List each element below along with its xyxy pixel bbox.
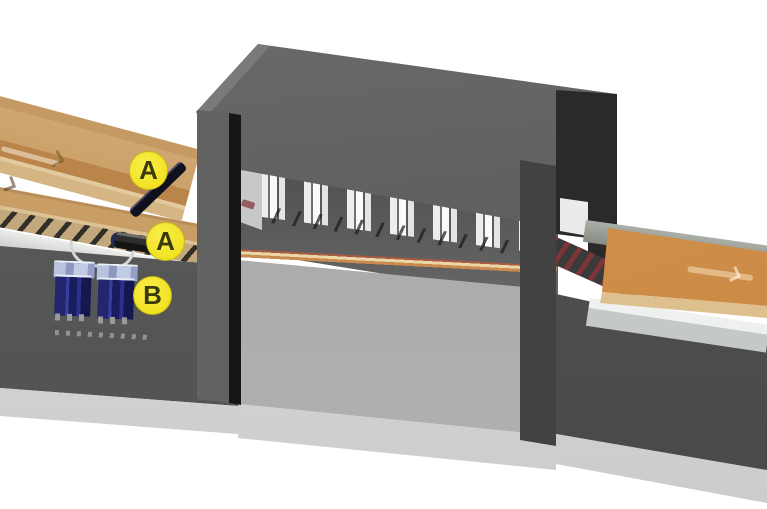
glue-unit-body [97, 277, 135, 320]
callout-label-a-upper: A [129, 151, 168, 190]
outfeed-board-watermark [687, 266, 754, 282]
interior-roller-mark [240, 199, 256, 210]
glue-unit-cables [54, 330, 150, 340]
outfeed-board-watermark-arrow-icon [725, 266, 742, 282]
glue-control-unit [51, 260, 97, 322]
callout-label-a-lower: A [146, 222, 185, 261]
glue-unit-feet [54, 313, 90, 322]
glue-application-line [236, 249, 557, 275]
glue-unit-body [54, 274, 92, 317]
glue-unit-feet [97, 316, 133, 325]
callout-label-b: B [133, 276, 172, 315]
outfeed-front-rail [585, 298, 767, 353]
